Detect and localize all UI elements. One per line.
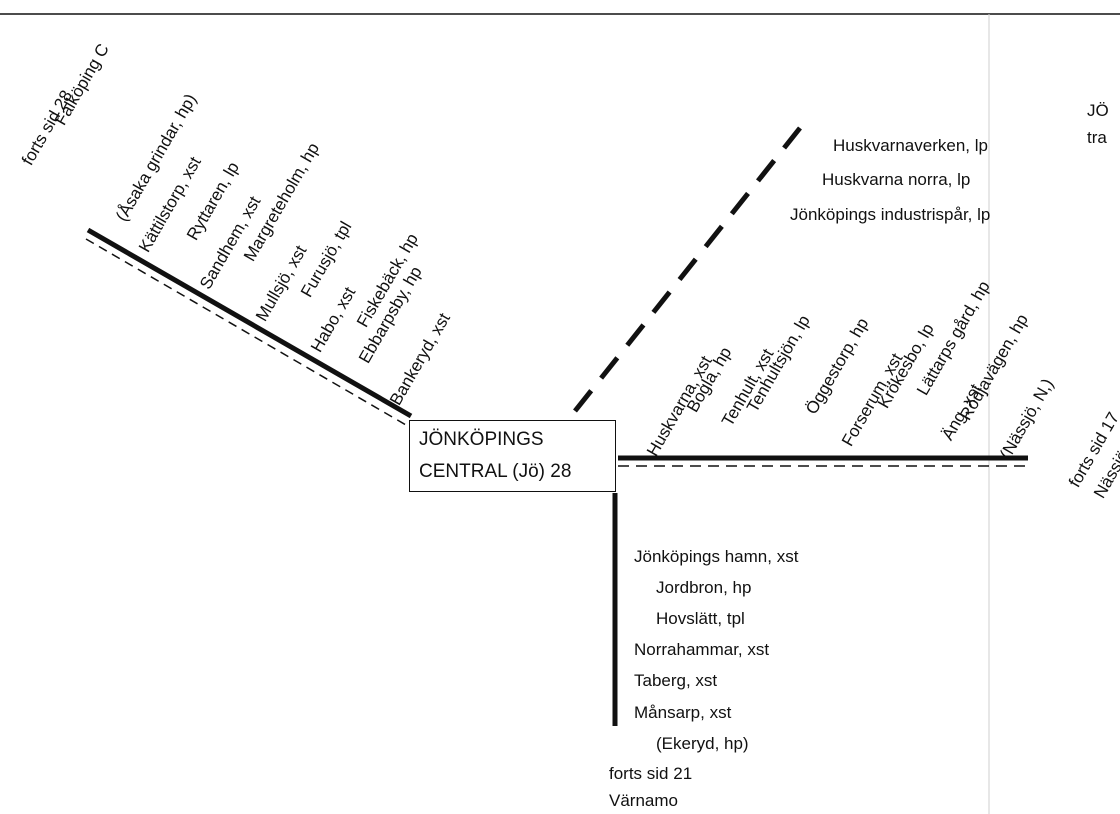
edge-fragment-top: JÖ bbox=[1087, 101, 1109, 120]
south-continuation-destination: Värnamo bbox=[609, 791, 678, 810]
station-jonkopings-hamn: Jönköpings hamn, xst bbox=[634, 547, 799, 566]
central-station-code: CENTRAL (Jö) 28 bbox=[419, 461, 572, 482]
station-norrahammar: Norrahammar, xst bbox=[634, 640, 770, 659]
northwest-main-track bbox=[86, 227, 413, 419]
central-station-name: JÖNKÖPINGS bbox=[419, 429, 544, 450]
northeast-branch-track bbox=[573, 126, 802, 413]
station-taberg: Taberg, xst bbox=[634, 671, 718, 690]
central-station-box: JÖNKÖPINGS CENTRAL (Jö) 28 bbox=[409, 420, 616, 492]
station-hovslatt: Hovslätt, tpl bbox=[656, 609, 745, 628]
south-continuation-page: forts sid 21 bbox=[609, 764, 693, 783]
edge-fragment-bottom: tra bbox=[1087, 128, 1107, 147]
station-ekeryd: (Ekeryd, hp) bbox=[656, 734, 749, 753]
station-huskvarna-norra: Huskvarna norra, lp bbox=[822, 170, 971, 189]
station-huskvarnaverken: Huskvarnaverken, lp bbox=[833, 136, 988, 155]
station-jordbron: Jordbron, hp bbox=[656, 578, 752, 597]
northwest-side-track bbox=[85, 238, 407, 426]
station-mansarp: Månsarp, xst bbox=[634, 703, 732, 722]
station-jonkopings-industrispar: Jönköpings industrispår, lp bbox=[790, 205, 991, 224]
